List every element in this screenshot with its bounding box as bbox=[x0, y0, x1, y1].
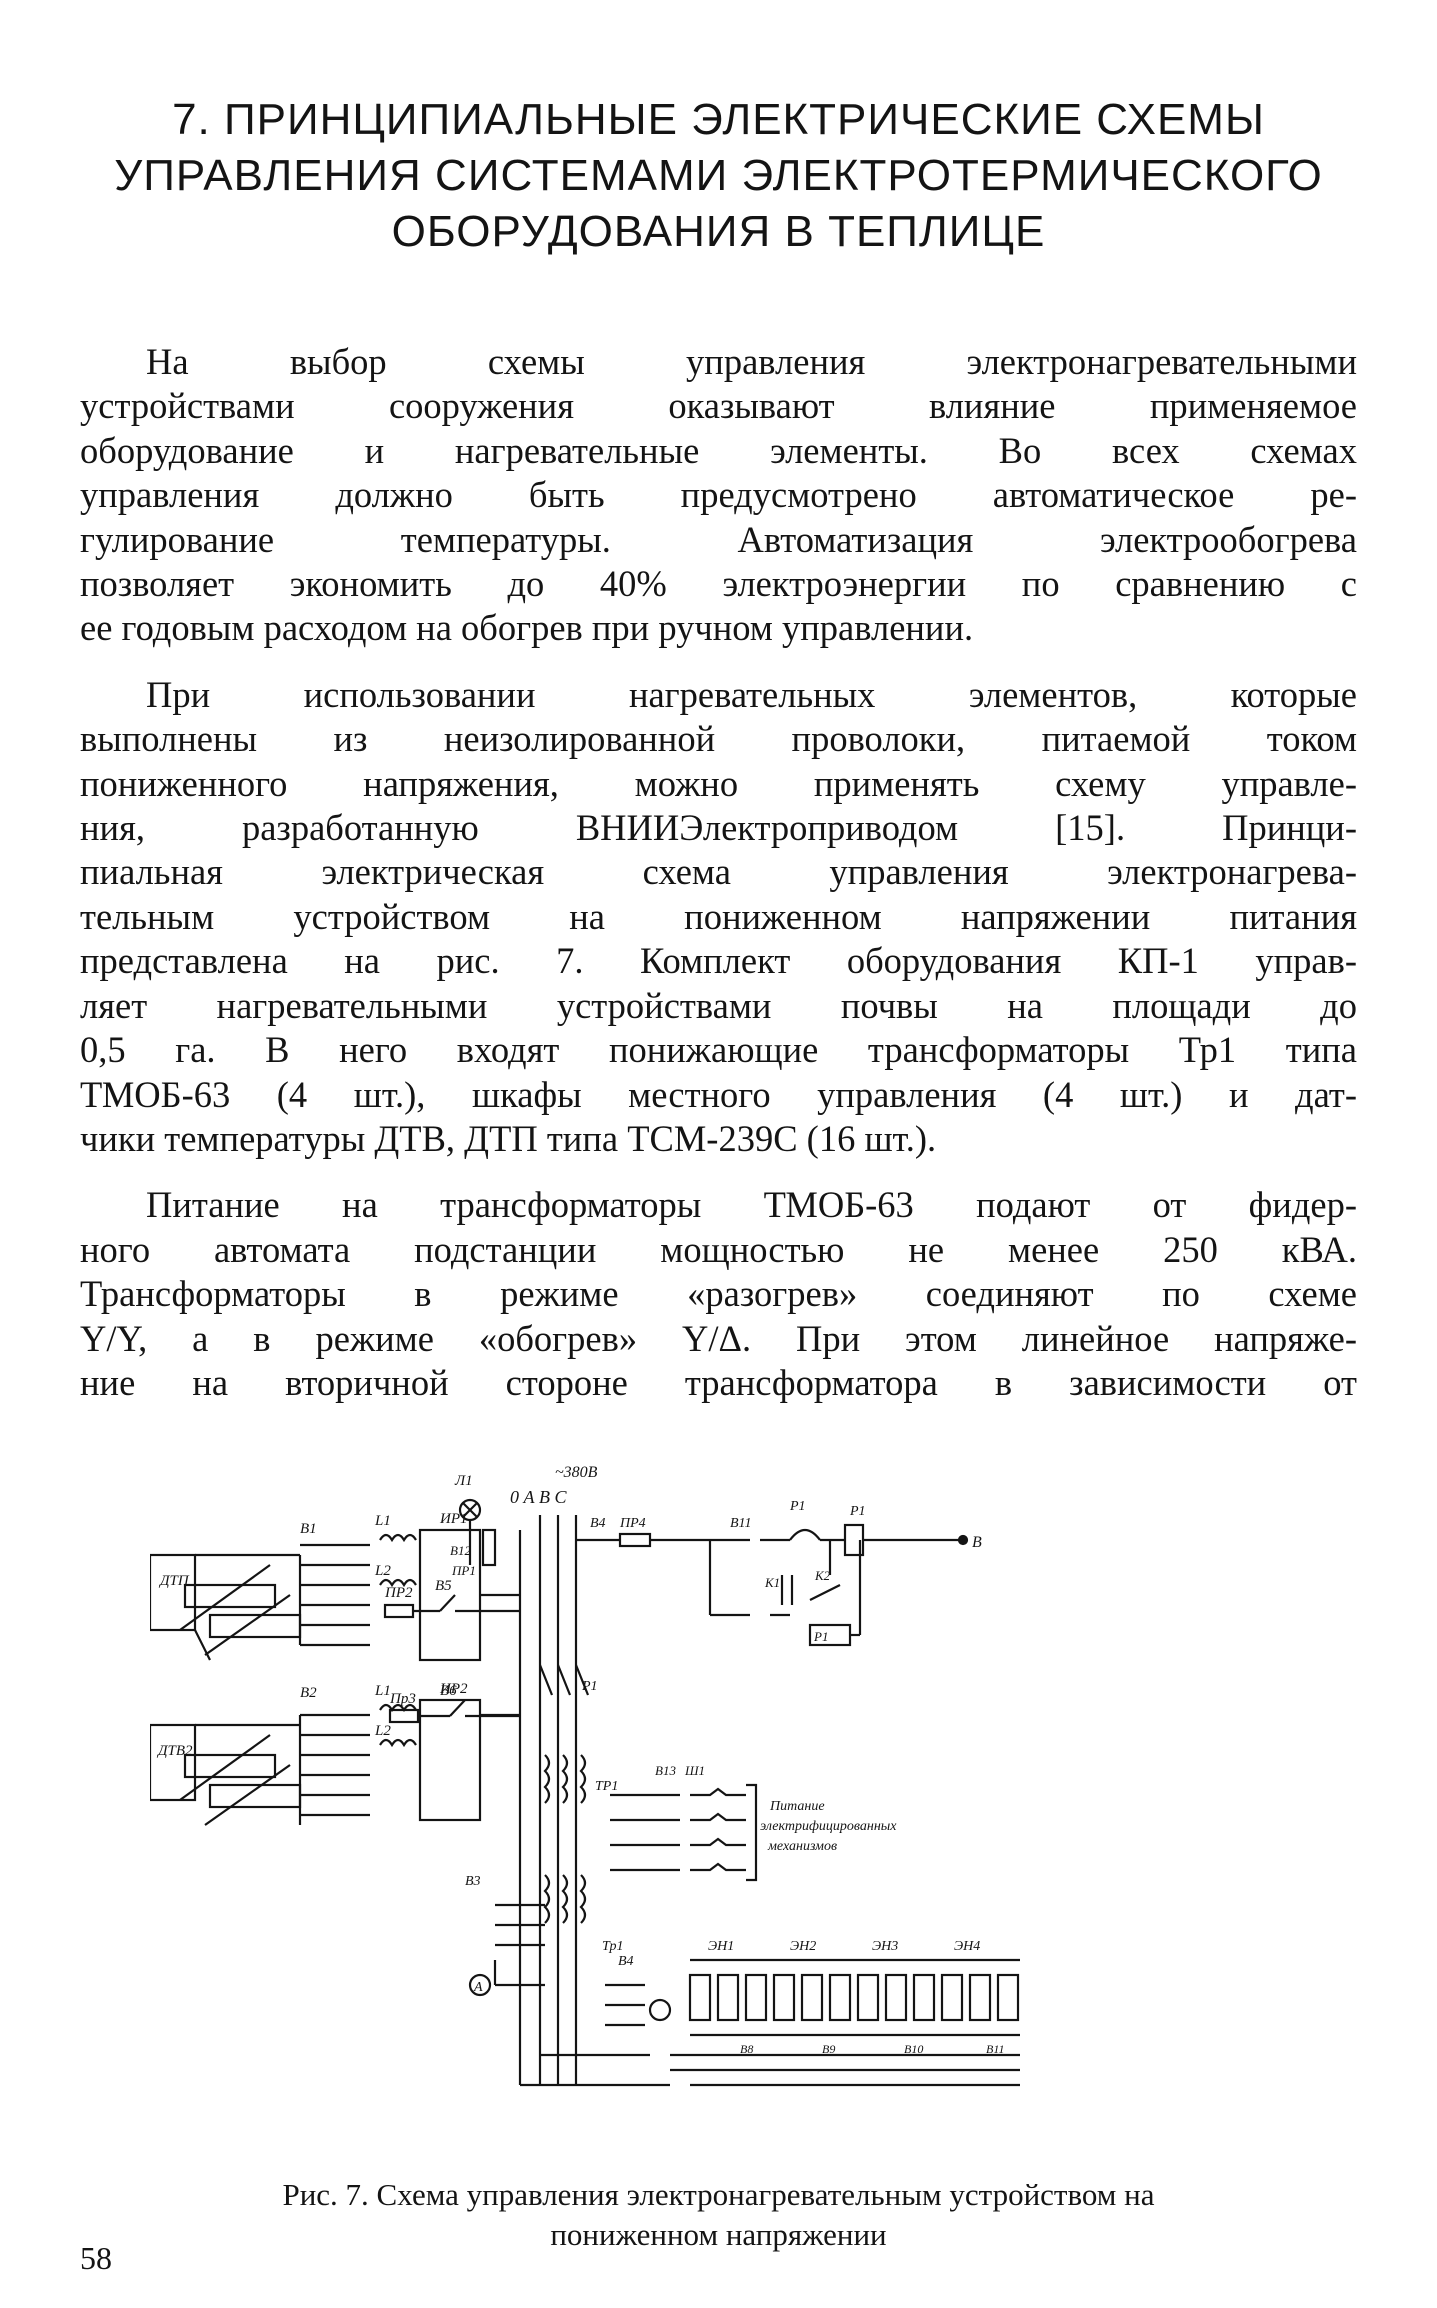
note-line-1: Питание bbox=[769, 1799, 825, 1814]
text-line: ния, разработанную ВНИИЭлектроприводом [… bbox=[80, 807, 1357, 849]
v4-label: В4 bbox=[618, 1954, 634, 1969]
tp1b-label: Тр1 bbox=[602, 1939, 623, 1954]
text-line: ляет нагревательными устройствами почвы … bbox=[80, 984, 1357, 1026]
figure-caption: Рис. 7. Схема управления электронагреват… bbox=[100, 2175, 1337, 2255]
text-line: представлена на рис. 7. Комплект оборудо… bbox=[80, 940, 1357, 982]
text-line: позволяет экономить до 40% электроэнерги… bbox=[80, 563, 1357, 605]
l2a-label: L2 bbox=[374, 1563, 391, 1579]
v10-label: В10 bbox=[904, 2042, 923, 2056]
sensor-block-lower bbox=[150, 1698, 520, 1826]
eh4-label: ЭН4 bbox=[954, 1939, 980, 1954]
ammeter-label: А bbox=[473, 1980, 483, 1995]
in1-label: В1 bbox=[300, 1521, 317, 1537]
sw13-label: В13 bbox=[655, 1763, 676, 1778]
tp1-label: ТР1 bbox=[595, 1779, 618, 1794]
body-text: На выбор схемы управления электронагрева… bbox=[80, 340, 1357, 1427]
sw11-label: В11 bbox=[730, 1516, 752, 1531]
circuit-schematic: ~380В 0 А В С bbox=[150, 1464, 1020, 2087]
text-line: ТМОБ-63 (4 шт.), шкафы местного управлен… bbox=[80, 1073, 1357, 1115]
in3-label: В3 bbox=[465, 1874, 481, 1889]
ip1-label: ИР1 bbox=[439, 1511, 468, 1527]
text-line: На выбор схемы управления электронагрева… bbox=[146, 341, 1357, 382]
in6-label: В6 bbox=[440, 1683, 457, 1699]
caption-line: Рис. 7. Схема управления электронагреват… bbox=[282, 2177, 1155, 2212]
l2b-label: L2 bbox=[374, 1723, 391, 1739]
text-line: ее годовым расходом на обогрев при ручно… bbox=[80, 607, 974, 649]
p1-contactor-label: Р1 bbox=[581, 1679, 598, 1694]
pr1-label: ПР1 bbox=[451, 1563, 476, 1578]
text-line: Y/Y, а в режиме «обогрев» Y/Δ. При этом … bbox=[80, 1317, 1357, 1359]
k1-label: К1 bbox=[764, 1575, 780, 1590]
note-line-2: электрифицированных bbox=[760, 1819, 897, 1834]
in4-label: В4 bbox=[590, 1516, 606, 1531]
mechanism-outputs bbox=[610, 1783, 758, 1882]
signal-lamp bbox=[458, 1498, 497, 1567]
heating-elements bbox=[670, 1958, 1020, 2087]
text-line: гулирование температуры. Автоматизация э… bbox=[80, 518, 1357, 560]
k2-label: К2 bbox=[814, 1568, 831, 1583]
dtp-label: ДТП bbox=[158, 1573, 190, 1589]
caption-line: пониженном напряжении bbox=[550, 2217, 887, 2252]
eh3-label: ЭН3 bbox=[872, 1939, 898, 1954]
sensor-block-upper bbox=[150, 1528, 520, 1662]
text-line: пониженного напряжения, можно применять … bbox=[80, 762, 1357, 804]
supply-label: ~380В bbox=[555, 1464, 598, 1481]
circuit-diagram: ~380В 0 А В С bbox=[150, 1455, 1320, 2160]
voltmeter-switch bbox=[605, 1983, 645, 2027]
text-line: ного автомата подстанции мощностью не ме… bbox=[80, 1228, 1357, 1270]
output-label: В bbox=[972, 1534, 982, 1551]
paragraph-1: На выбор схемы управления электронагрева… bbox=[80, 340, 1357, 651]
control-circuit bbox=[576, 1523, 969, 1647]
p1b-label: Р1 bbox=[789, 1499, 806, 1514]
sh1-label: Ш1 bbox=[684, 1763, 705, 1778]
v9-label: В9 bbox=[822, 2042, 835, 2056]
v11-label: В11 bbox=[986, 2042, 1004, 2056]
ammeter-icon bbox=[468, 1973, 492, 1997]
v8-label: В8 bbox=[740, 2042, 753, 2056]
text-line: При использовании нагревательных элемент… bbox=[146, 673, 1357, 715]
page-number: 58 bbox=[80, 2240, 112, 2276]
l1a-label: L1 bbox=[374, 1513, 391, 1529]
p1c-label: Р1 bbox=[813, 1629, 828, 1644]
ip2-label: ИР2 bbox=[439, 1681, 468, 1697]
text-line: управления должно быть предусмотрено авт… bbox=[80, 474, 1357, 516]
fuses bbox=[383, 1594, 520, 1724]
v12-label: В12 bbox=[450, 1543, 471, 1558]
eh2-label: ЭН2 bbox=[790, 1939, 816, 1954]
text-line: оборудование и нагревательные элементы. … bbox=[80, 429, 1357, 471]
text-line: тельным устройством на пониженном напряж… bbox=[80, 895, 1357, 937]
text-line: выполнены из неизолированной проволоки, … bbox=[80, 718, 1357, 760]
text-line: чики температуры ДТВ, ДТП типа ТСМ-239С … bbox=[80, 1117, 937, 1159]
text-line: ние на вторичной стороне трансформатора … bbox=[80, 1361, 1357, 1403]
l1b-label: L1 bbox=[374, 1683, 391, 1699]
dtv-label: ДТВ2 bbox=[156, 1743, 193, 1759]
heading-line: УПРАВЛЕНИЯ СИСТЕМАМИ ЭЛЕКТРОТЕРМИЧЕСКОГО bbox=[114, 151, 1323, 200]
paragraph-2: При использовании нагревательных элемент… bbox=[80, 673, 1357, 1161]
lamp-label: Л1 bbox=[454, 1473, 473, 1489]
heading-line: 7. ПРИНЦИПИАЛЬНЫЕ ЭЛЕКТРИЧЕСКИЕ СХЕМЫ bbox=[172, 95, 1265, 144]
pr2-label: ПР2 bbox=[384, 1585, 413, 1601]
supply-bus bbox=[518, 1515, 670, 2087]
eh1-label: ЭН1 bbox=[708, 1939, 734, 1954]
in5-label: В5 bbox=[435, 1578, 452, 1594]
heading-line: ОБОРУДОВАНИЯ В ТЕПЛИЦЕ bbox=[391, 207, 1046, 256]
main-contactor bbox=[538, 1664, 590, 1696]
pr4-label: ПР4 bbox=[619, 1516, 646, 1531]
in2-label: В2 bbox=[300, 1685, 317, 1701]
voltmeter-icon bbox=[648, 1998, 672, 2022]
text-line: 0,5 га. В него входят понижающие трансфо… bbox=[80, 1029, 1357, 1071]
pr3-label: Пр3 bbox=[389, 1691, 416, 1707]
text-line: пиальная электрическая схема управления … bbox=[80, 851, 1357, 893]
text-line: Трансформаторы в режиме «разогрев» соеди… bbox=[80, 1273, 1357, 1315]
phase-labels: 0 А В С bbox=[510, 1487, 567, 1507]
note-line-3: механизмов bbox=[767, 1839, 837, 1854]
section-heading: 7. ПРИНЦИПИАЛЬНЫЕ ЭЛЕКТРИЧЕСКИЕ СХЕМЫ УП… bbox=[80, 92, 1357, 260]
text-line: устройствами сооружения оказывают влияни… bbox=[80, 385, 1357, 427]
ammeter-switch bbox=[493, 1903, 545, 1987]
paragraph-3: Питание на трансформаторы ТМОБ-63 подают… bbox=[80, 1183, 1357, 1405]
p1-label: Р1 bbox=[849, 1504, 866, 1519]
transformer bbox=[543, 1754, 587, 1924]
text-line: Питание на трансформаторы ТМОБ-63 подают… bbox=[146, 1184, 1357, 1226]
